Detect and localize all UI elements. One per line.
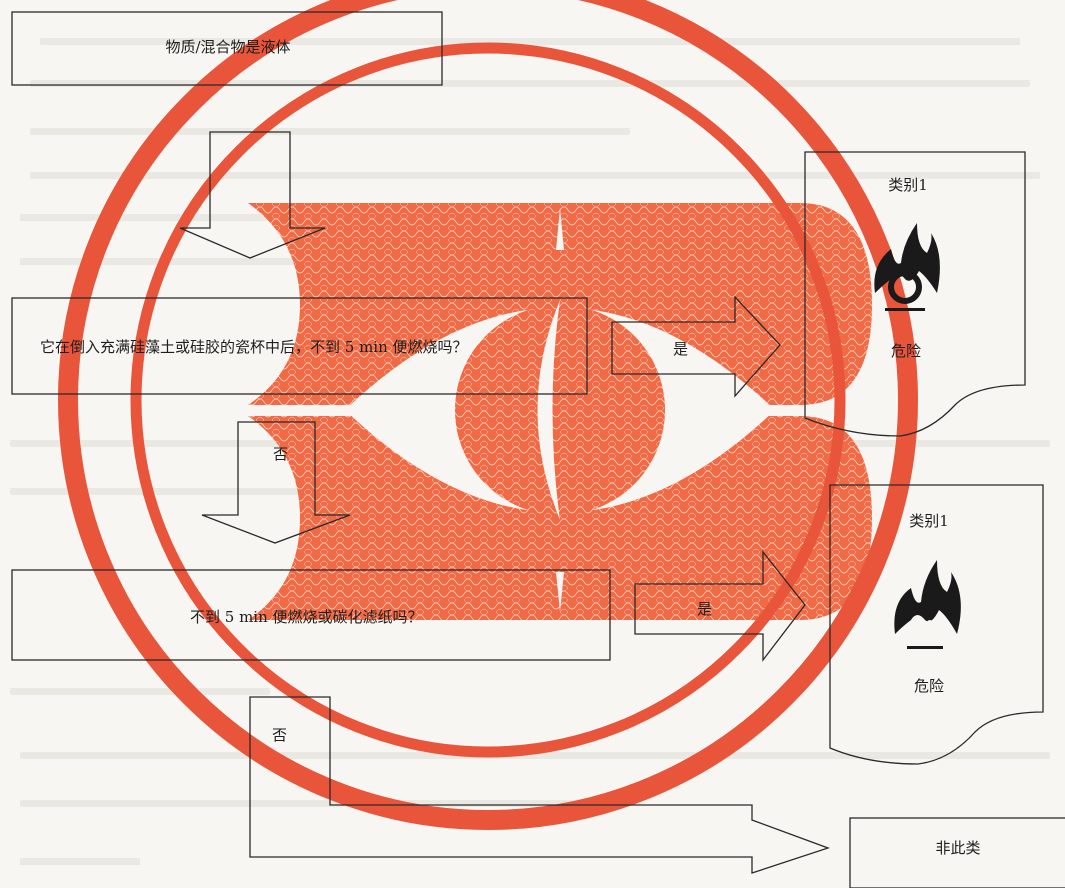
stamp-rings [58,0,918,830]
yes-label-2: 是 [697,600,713,618]
yes-arrow-1 [611,295,781,398]
result2-signal: 危险 [913,677,945,695]
not-classified-text: 非此类 [935,839,981,857]
down-arrow-2 [201,421,351,544]
yes-arrow-2 [634,550,806,662]
start-text: 物质/混合物是液体 [165,38,291,56]
start-box [11,11,443,86]
result2-box [829,484,1044,765]
no-label-1: 否 [273,445,289,463]
result1-category: 类别1 [888,176,928,194]
result1-signal: 危险 [890,342,922,360]
question1-box [11,297,588,395]
not-classified-box [849,817,1065,888]
result1-box [804,151,1026,437]
question2-text: 不到 5 min 便燃烧或碳化滤纸吗？ [190,608,423,626]
logo-emblem [248,203,872,620]
yes-label-1: 是 [673,340,689,358]
down-arrow-1 [179,131,326,259]
no-label-2: 否 [272,726,288,744]
question2-box [11,569,611,661]
question1-text: 它在倒入充满硅藻土或硅胶的瓷杯中后，不到 5 min 便燃烧吗？ [40,338,468,356]
result2-category: 类别1 [909,512,949,530]
flame-icon [894,560,961,649]
no-arrow-2 [249,696,830,874]
flame-over-circle-icon [874,223,940,311]
